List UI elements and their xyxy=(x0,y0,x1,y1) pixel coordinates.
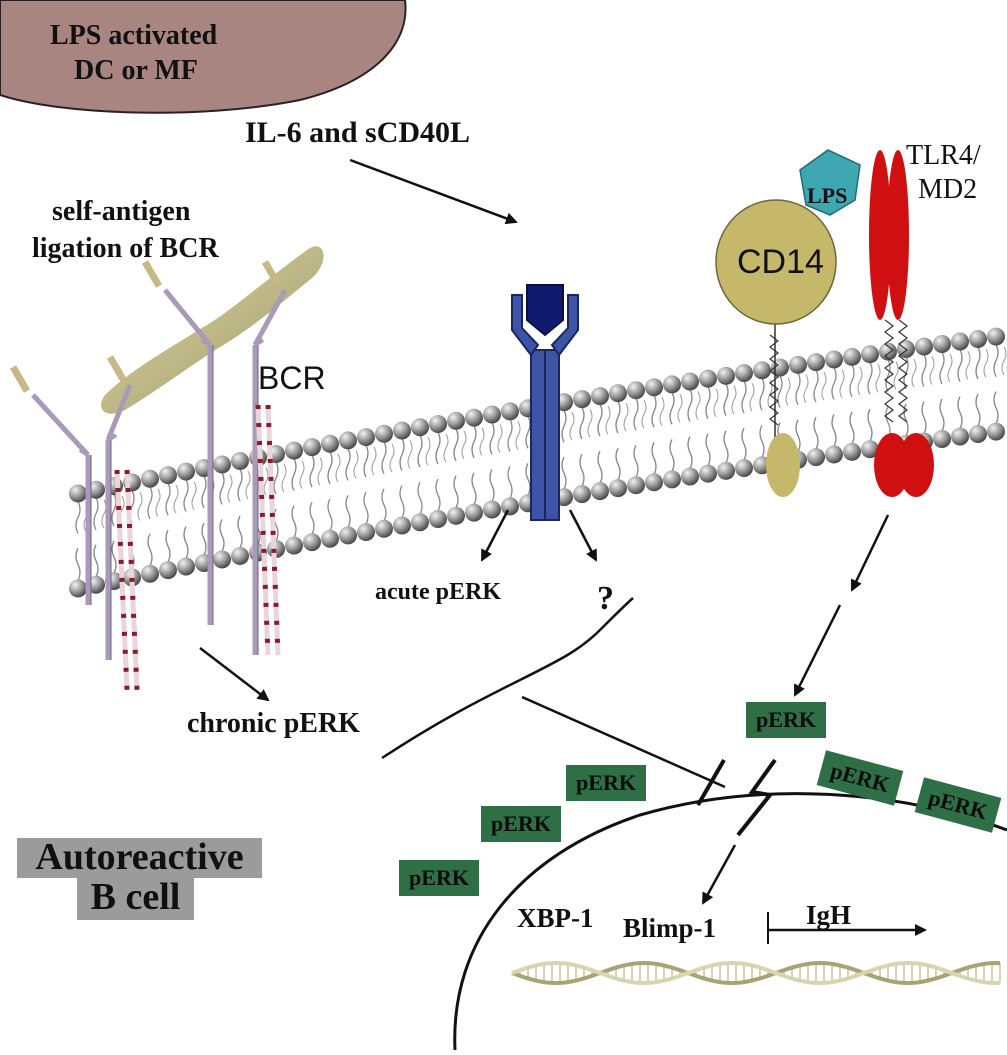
dna-helix xyxy=(511,960,1001,986)
lightning-break xyxy=(736,758,777,837)
tlr4-md2-receptor xyxy=(869,150,934,497)
acute-perk-label: acute pERK xyxy=(375,579,501,605)
arrow-tlr-1 xyxy=(850,514,890,592)
blimp1-label: Blimp-1 xyxy=(623,913,717,943)
lps-molecule xyxy=(799,149,861,216)
inhibition-bar xyxy=(696,758,726,807)
tlr4-label-line2: MD2 xyxy=(918,174,978,205)
chronic-perk-label: chronic pERK xyxy=(187,708,360,739)
dc-cell xyxy=(0,0,407,114)
perk-box: pERK xyxy=(399,860,479,896)
perk-box: pERK xyxy=(746,702,826,738)
cytokine-receptor xyxy=(511,284,579,521)
cd14-label: CD14 xyxy=(737,243,824,281)
autoreactive-label-line2: B cell xyxy=(77,878,194,920)
arrow-blimp1 xyxy=(701,844,737,905)
self-antigen-blob xyxy=(101,246,324,414)
lps-label: LPS xyxy=(807,183,848,208)
self-antigen-label-line2: ligation of BCR xyxy=(32,233,219,264)
autoreactive-label-line1: Autoreactive xyxy=(17,838,262,878)
question-mark: ? xyxy=(597,580,614,617)
igh-label: IgH xyxy=(806,900,852,930)
cd14-receptor xyxy=(715,199,837,497)
dc-label-line2: DC or MF xyxy=(74,55,198,86)
bcr-label: BCR xyxy=(258,360,326,396)
perk-box: pERK xyxy=(566,765,646,801)
dc-label-line1: LPS activated xyxy=(50,20,218,51)
perk-box: pERK xyxy=(481,806,561,842)
xbp1-label: XBP-1 xyxy=(517,903,594,933)
tlr4-label-line1: TLR4/ xyxy=(906,140,981,171)
arrow-tlr-2 xyxy=(793,604,842,697)
arrow-chronic xyxy=(199,647,270,702)
arrow-question xyxy=(568,509,598,562)
self-antigen-label-line1: self-antigen xyxy=(52,196,191,227)
nucleus xyxy=(453,792,1007,1051)
inhibition-line xyxy=(521,695,726,789)
wavy-line xyxy=(381,597,634,760)
arrow-cytokine xyxy=(349,158,518,225)
bcr-group xyxy=(9,260,288,691)
arrow-acute xyxy=(480,509,510,562)
cytokine-label: IL-6 and sCD40L xyxy=(245,116,471,149)
